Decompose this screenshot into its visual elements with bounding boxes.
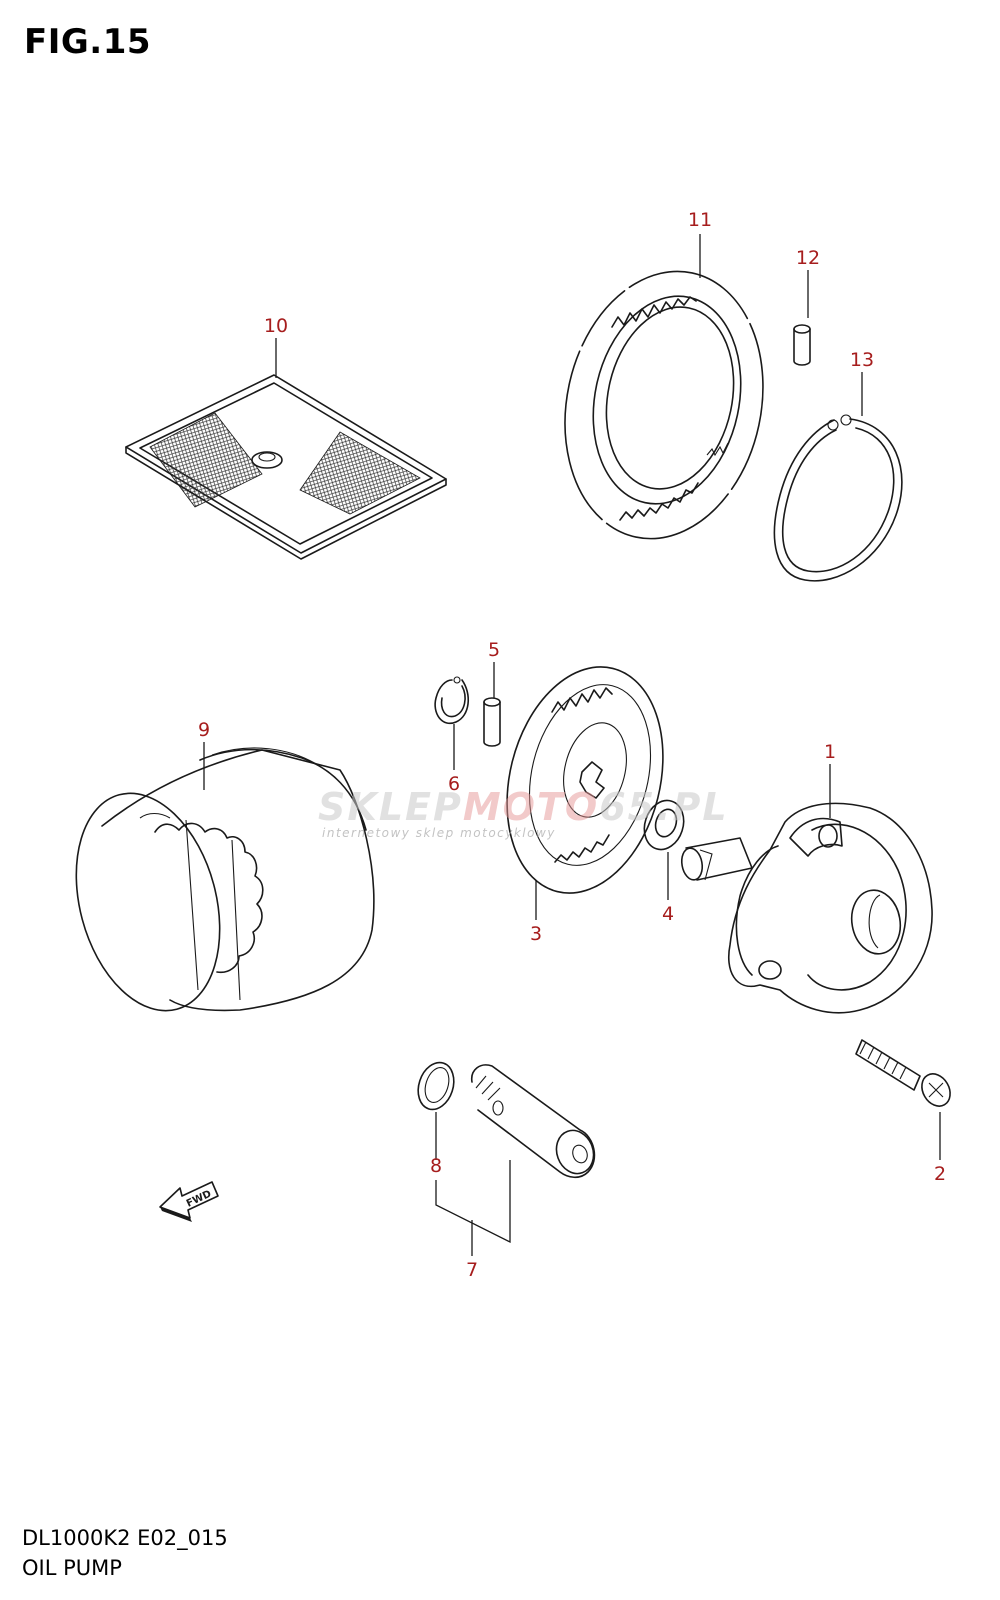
callout-9: 9 [198, 719, 210, 741]
part-10-oil-strainer[interactable] [125, 374, 447, 560]
callout-6: 6 [448, 773, 460, 795]
callout-4: 4 [662, 903, 674, 925]
callout-11: 11 [688, 209, 712, 231]
part-3-oil-pump-gear[interactable] [484, 650, 685, 909]
callout-labels: 11 12 13 10 5 6 9 1 3 4 2 8 7 [198, 209, 946, 1281]
callout-1: 1 [824, 741, 836, 763]
part-7-oil-relief-valve[interactable] [470, 1064, 600, 1179]
callout-5: 5 [488, 639, 500, 661]
section-title: OIL PUMP [22, 1556, 122, 1580]
part-1-oil-pump-body[interactable] [679, 802, 933, 1014]
figure-title: FIG.15 [24, 22, 152, 62]
leader-lines [203, 234, 941, 1256]
fwd-arrow-icon: FWD [159, 1181, 219, 1222]
part-8-o-ring[interactable] [412, 1058, 459, 1114]
callout-3: 3 [530, 923, 542, 945]
model-code: DL1000K2 E02_015 [22, 1526, 228, 1550]
part-6-small-circlip[interactable] [434, 676, 469, 725]
callout-2: 2 [934, 1163, 946, 1185]
callout-10: 10 [264, 315, 288, 337]
callout-7: 7 [466, 1259, 478, 1281]
part-4-washer[interactable] [638, 795, 690, 854]
part-13-circlip[interactable] [773, 414, 903, 582]
part-9-oil-filter[interactable] [54, 747, 375, 1027]
callout-13: 13 [850, 349, 874, 371]
part-12-pin[interactable] [793, 324, 811, 366]
part-2-screw[interactable] [855, 1039, 956, 1111]
part-11-pump-drive-gear[interactable] [541, 253, 787, 557]
part-5-pin[interactable] [483, 697, 501, 747]
callout-8: 8 [430, 1155, 442, 1177]
callout-12: 12 [796, 247, 820, 269]
